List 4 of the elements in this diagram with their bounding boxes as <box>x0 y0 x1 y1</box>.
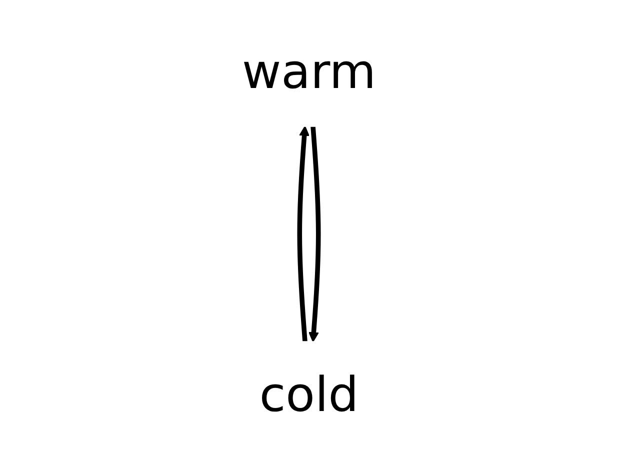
node-text: warm <box>242 44 376 100</box>
arrow <box>308 126 320 342</box>
arrow <box>296 125 310 342</box>
node-text: cold <box>258 368 358 423</box>
